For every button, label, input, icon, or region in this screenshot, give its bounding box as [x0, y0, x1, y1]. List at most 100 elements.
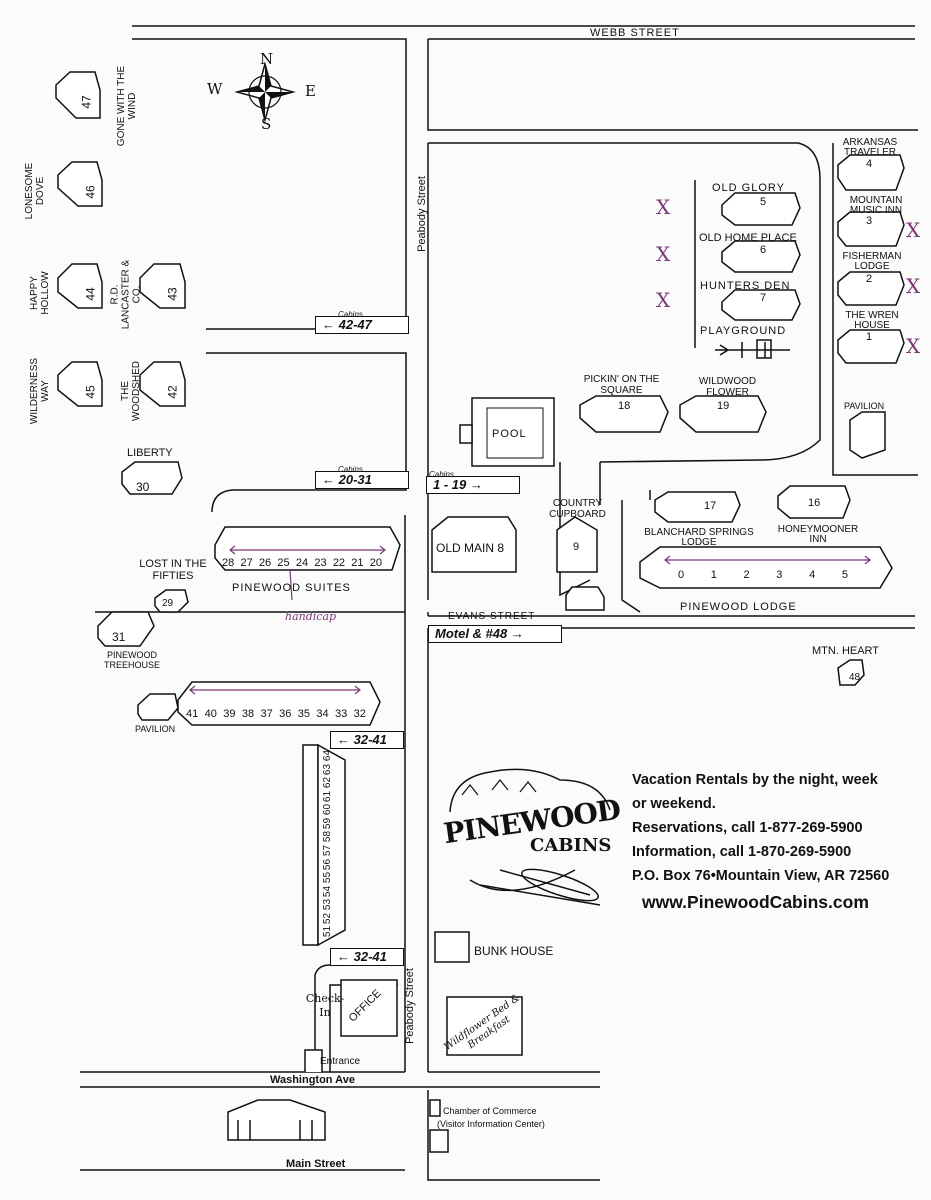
unit-number: 4 [809, 569, 816, 581]
info-line: P.O. Box 76•Mountain View, AR 72560 [632, 868, 890, 884]
webb-street-label: WEBB STREET [590, 27, 680, 39]
cabin-box [154, 589, 189, 613]
cabin-box [139, 263, 186, 309]
sign-cabins-42-47: Cabins ← 42-47 [315, 310, 409, 334]
cabin-box [837, 659, 865, 686]
cabin-name: THE WREN HOUSE [845, 310, 899, 331]
sign-cabins-small: Cabins [338, 310, 363, 319]
annotation-arrow [664, 555, 871, 565]
cabin-box [837, 271, 905, 306]
arrow-left-icon: ← [322, 317, 335, 332]
evans-street-label: EVANS STREET [448, 611, 536, 622]
cabin-name: LOST IN THE FIFTIES [139, 558, 207, 582]
cabin-name: ARKANSAS TRAVELER [842, 137, 898, 158]
gate-shape [304, 1049, 323, 1072]
cabin-number: 44 [83, 287, 98, 301]
cabin-box [837, 154, 905, 191]
cabin-box [57, 361, 103, 407]
arrow-left-icon: ← [337, 949, 350, 964]
logo-bottom: CABINS [530, 835, 612, 856]
street-line [132, 38, 407, 330]
cabin-number: 18 [618, 400, 631, 412]
sign-text: 32-41 [353, 949, 387, 964]
cabin-name: OLD HOME PLACE [699, 232, 797, 244]
cabin-number: 30 [136, 480, 150, 494]
sign-text: 20-31 [338, 472, 372, 487]
courthouse-shape [227, 1099, 326, 1141]
website-link[interactable]: www.PinewoodCabins.com [642, 892, 869, 912]
cabin-name: HONEYMOONER INN [777, 524, 859, 545]
pavilion-shape [849, 411, 886, 459]
sign-text: 32-41 [353, 732, 387, 747]
unit-number: 62 [322, 777, 334, 789]
cabin-box [721, 192, 801, 226]
arrow-left-icon: ← [322, 472, 335, 487]
street-line [428, 142, 821, 463]
lodge-shape [639, 546, 893, 589]
cabin-number: 1 [866, 331, 873, 343]
cabin-box [121, 461, 183, 495]
cabin-box [654, 491, 741, 523]
unit-number: 54 [322, 885, 334, 897]
unit-number: 51 [322, 926, 334, 938]
street-line [832, 143, 918, 476]
chamber-shape [429, 1129, 449, 1153]
unit-number: 60 [322, 804, 334, 816]
cabin-name: THE WOODSHED [120, 361, 142, 421]
sign-cabins-small: Cabins [338, 465, 363, 474]
unit-number: 36 [279, 708, 292, 720]
sign-cabins-20-31: Cabins ← 20-31 [315, 465, 409, 489]
cabin-box [55, 71, 101, 119]
unit-number: 1 [710, 569, 717, 581]
unit-number: 39 [223, 708, 236, 720]
compass-w: W [207, 80, 223, 98]
cabin-box [777, 485, 851, 519]
cabin-name: OLD MAIN 8 [436, 541, 505, 555]
cabin-name: PINEWOOD TREEHOUSE [103, 650, 160, 670]
main-street-label: Main Street [286, 1158, 346, 1170]
building-shape [431, 516, 517, 573]
cabin-box [57, 263, 103, 309]
playground-equipment [715, 339, 790, 359]
cabin-number: 5 [760, 196, 767, 208]
cabin-box [57, 161, 103, 207]
unit-number: 25 [277, 557, 290, 569]
unit-number: 56 [322, 858, 334, 870]
suites-shape [214, 526, 401, 571]
cabin-name: BLANCHARD SPRINGS LODGE [644, 527, 754, 548]
cabin-name: WILDERNESS WAY [29, 357, 51, 425]
unit-number: 52 [322, 912, 334, 924]
sign-cabins-1-19: Cabins 1 - 19 → [426, 470, 520, 494]
sign-32-41-top: ← 32-41 [330, 731, 404, 749]
cabin-number: 29 [162, 598, 174, 609]
cabin-box [837, 211, 905, 247]
info-line: Information, call 1-870-269-5900 [632, 844, 852, 860]
cabin-name: MOUNTAIN MUSIC INN [849, 195, 903, 216]
check-in-label: Check-In [305, 992, 345, 1019]
cabin-number: 47 [79, 95, 94, 109]
cabin-box [137, 693, 179, 721]
cabin-name: R.D. LANCASTER & CO. [109, 259, 143, 330]
pavilion-label: PAVILION [135, 724, 176, 734]
unit-number: 53 [322, 899, 334, 911]
cabin-number: 17 [704, 500, 717, 512]
street-line [427, 1090, 600, 1181]
sign-cabins-small: Cabins [429, 470, 454, 479]
sign-text: 42-47 [338, 317, 372, 332]
driveway [314, 964, 398, 1072]
x-mark: X [656, 195, 671, 219]
unit-number: 57 [322, 844, 334, 857]
unit-number: 38 [241, 708, 255, 720]
arrow-left-icon: ← [337, 732, 350, 747]
cabin-number: 4 [866, 158, 873, 170]
cabin-number: 48 [849, 672, 861, 683]
unit-number: 3 [776, 569, 783, 581]
logo-graphic [449, 768, 611, 906]
cabin-name: MTN. HEART [812, 645, 880, 657]
visitor-center-label: (Visitor Information Center) [437, 1119, 545, 1129]
cabin-number: 6 [760, 244, 767, 256]
unit-number: 28 [222, 557, 235, 569]
cabin-number: 16 [808, 497, 821, 509]
unit-number: 21 [351, 557, 364, 569]
